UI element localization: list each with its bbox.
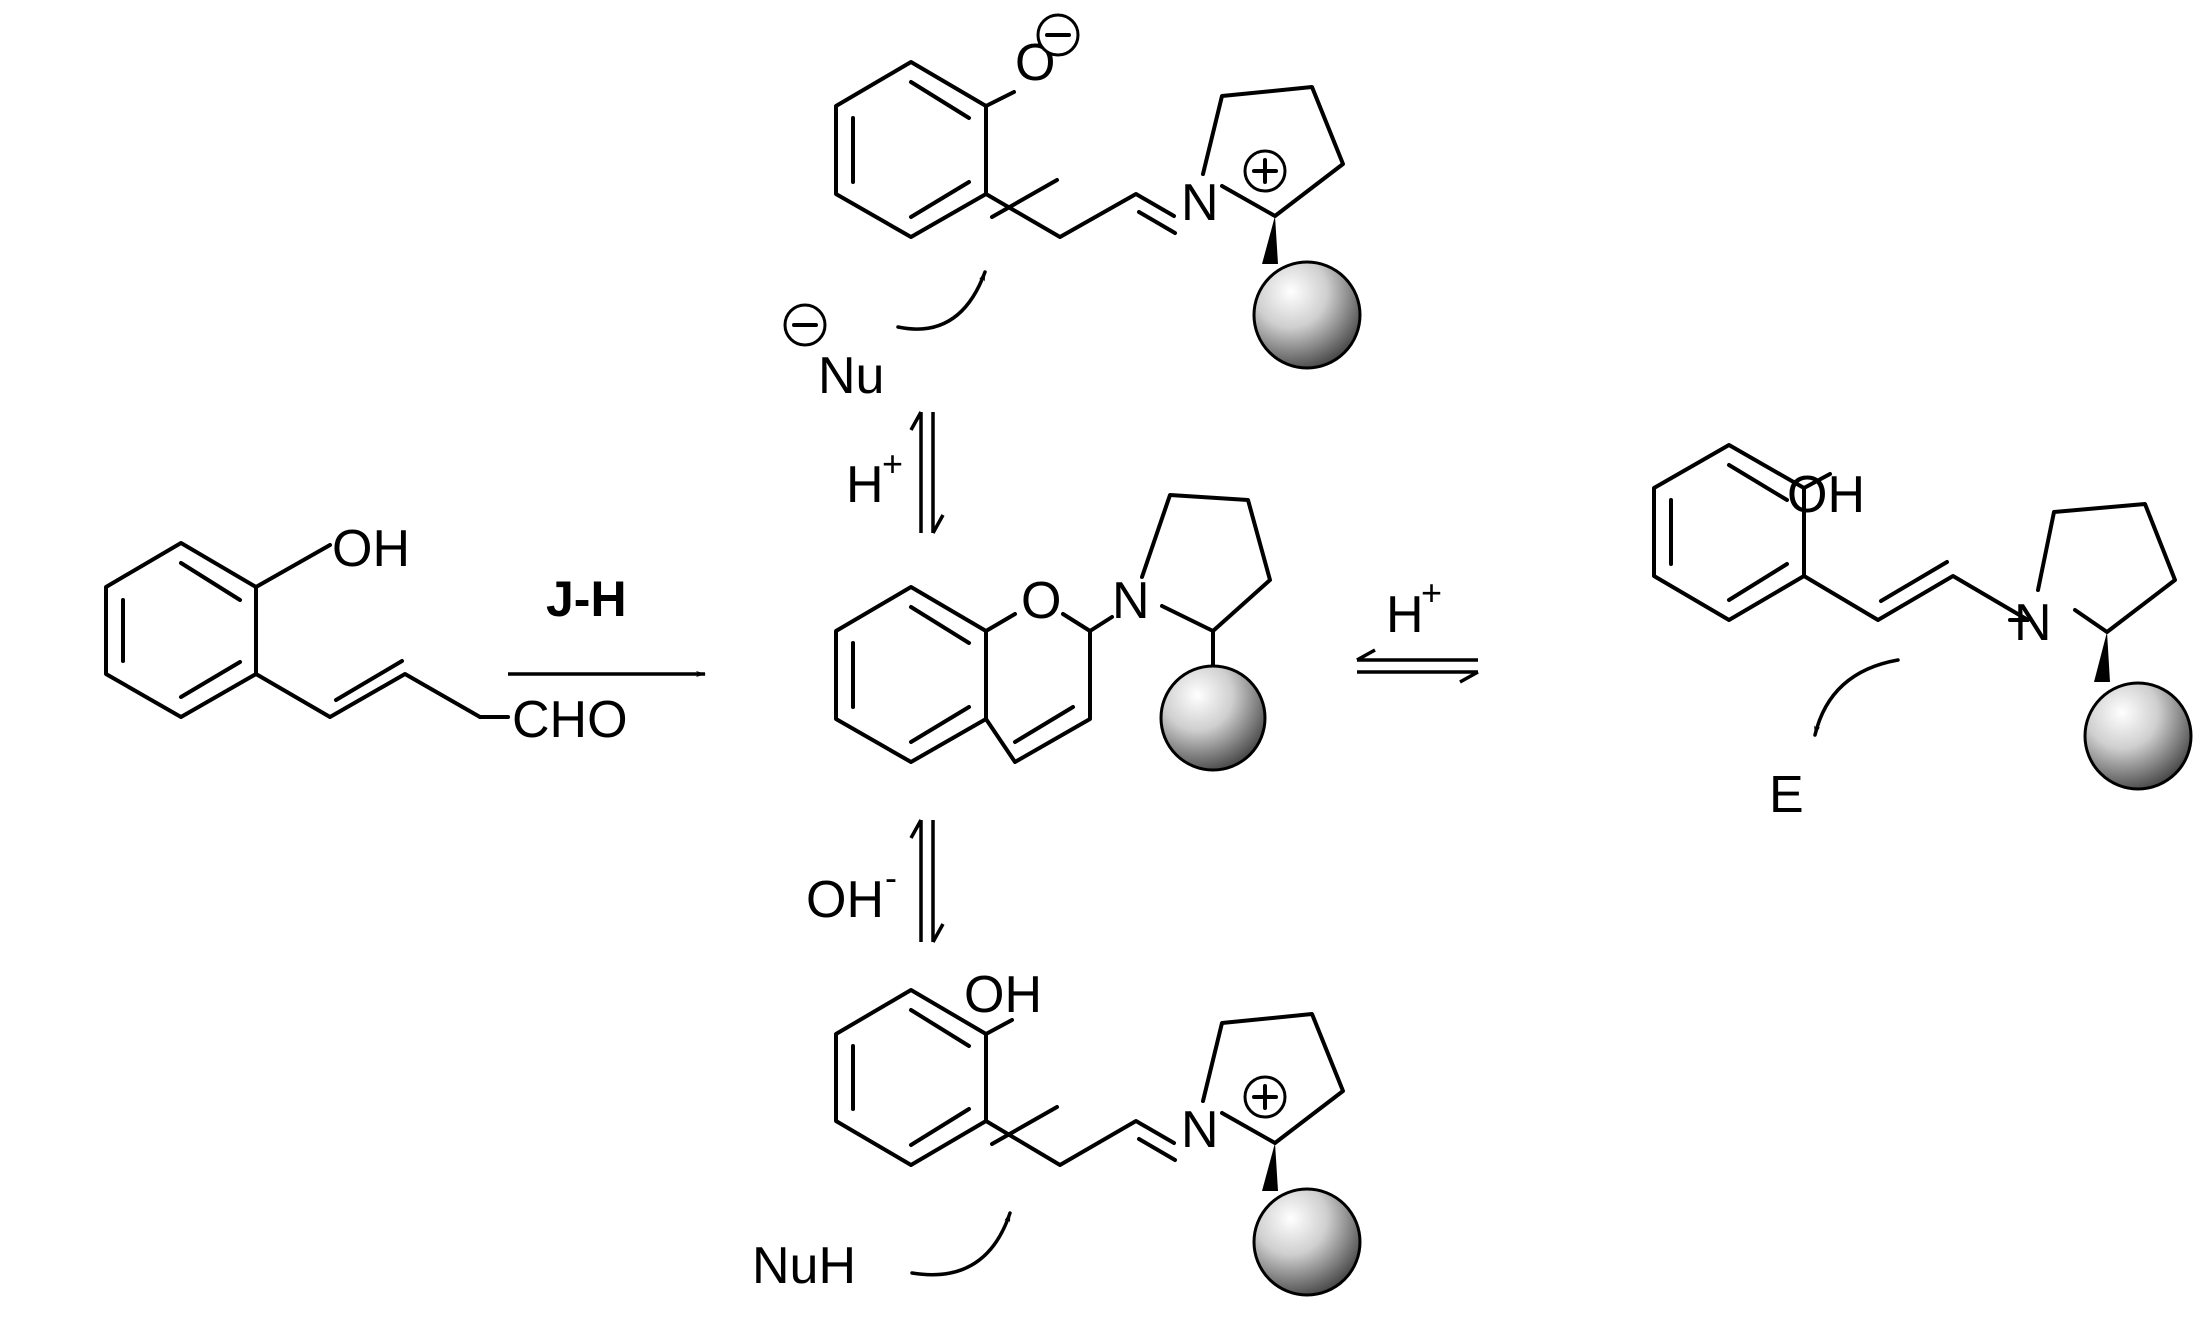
iminium-nitrogen-label: N xyxy=(1181,174,1219,232)
equilibrium-arrow-vertical-top xyxy=(909,411,945,534)
chiral-auxiliary-sphere xyxy=(2083,681,2193,791)
hydroxyl-label: OH xyxy=(964,966,1042,1024)
equilibrium-arrow-vertical-bottom xyxy=(909,819,945,943)
enamine-nitrogen-label: N xyxy=(2014,594,2052,652)
nucleophile-label: Nu xyxy=(818,347,884,405)
minus-superscript: - xyxy=(885,857,897,898)
curly-arrow xyxy=(1813,658,1900,737)
aldehyde-label: CHO xyxy=(512,691,628,749)
plus-superscript: + xyxy=(1421,572,1442,613)
molecule-hydroxycinnamaldehyde: OH CHO xyxy=(104,520,628,749)
molecule-phenoxide-iminium: O N Nu xyxy=(783,13,1362,405)
hydroxide-label: OH xyxy=(806,871,884,929)
hydroxyl-label: OH xyxy=(1787,466,1865,524)
iminium-nitrogen-label: N xyxy=(1181,1101,1219,1159)
plus-superscript: + xyxy=(882,443,903,484)
ring-oxygen-label: O xyxy=(1021,572,1061,630)
molecule-phenol-iminium: OH N NuH xyxy=(752,966,1362,1297)
curly-arrow xyxy=(896,270,987,331)
molecule-dienamine: OH N E xyxy=(1652,443,2193,824)
equilibrium-arrow-horizontal xyxy=(1356,648,1479,684)
proton-label: H xyxy=(1386,586,1424,644)
chiral-auxiliary-sphere xyxy=(1252,1187,1362,1297)
chiral-auxiliary-sphere xyxy=(1159,664,1267,772)
reagent-label: J-H xyxy=(546,571,627,627)
molecule-chromene-aminal: O N xyxy=(834,493,1272,772)
hydroxyl-label: OH xyxy=(332,520,410,578)
curly-arrow xyxy=(910,1211,1012,1277)
chiral-auxiliary-sphere xyxy=(1252,260,1362,370)
electrophile-label: E xyxy=(1769,766,1804,824)
proton-label: H xyxy=(846,456,884,514)
pyrrolidine-nitrogen-label: N xyxy=(1112,572,1150,630)
nucleophile-label: NuH xyxy=(752,1237,856,1295)
